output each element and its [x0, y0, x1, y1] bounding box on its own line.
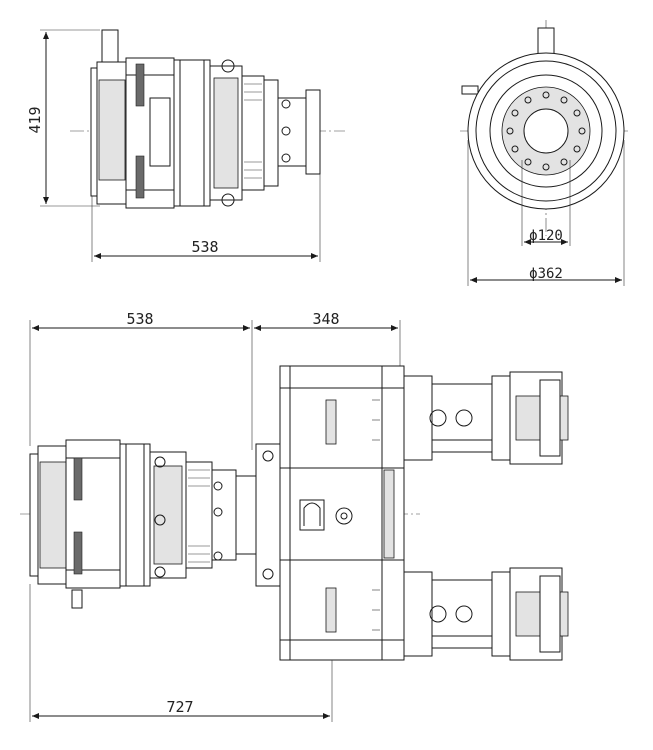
- motor-length-label: 538: [126, 310, 153, 328]
- bottom-assembly-view: 538 348: [20, 310, 569, 722]
- overall-length-label: 727: [166, 698, 193, 716]
- length-dimension-label: 538: [191, 238, 218, 256]
- inner-diameter-label: ϕ120: [529, 228, 563, 244]
- top-end-view: ϕ120 ϕ362: [460, 20, 630, 286]
- outer-diameter-label: ϕ362: [529, 266, 563, 282]
- gearbox-length-label: 348: [312, 310, 339, 328]
- height-dimension-label: 419: [26, 106, 44, 133]
- top-side-view: 419 538: [26, 29, 345, 262]
